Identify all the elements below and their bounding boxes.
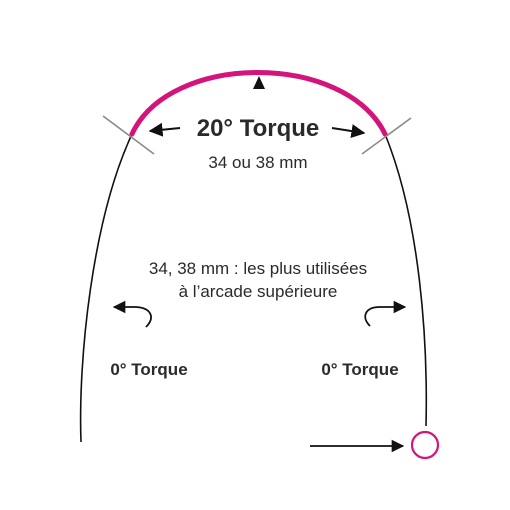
top-right-arrow <box>331 124 366 138</box>
measurement-label: 34 ou 38 mm <box>208 153 307 172</box>
note-line-2: à l’arcade supérieure <box>179 282 338 301</box>
top-torque-label: 20° Torque <box>197 115 320 142</box>
left-boundary-tick <box>102 115 155 155</box>
right-boundary-tick <box>361 117 412 155</box>
left-curved-arrow <box>112 300 152 328</box>
left-torque-label: 0° Torque <box>110 360 187 379</box>
anterior-segment-highlight <box>129 70 388 137</box>
right-torque-label: 0° Torque <box>321 360 398 379</box>
right-curved-arrow <box>364 300 407 327</box>
midline-triangle-icon <box>253 76 265 89</box>
wire-end-circle <box>410 430 440 460</box>
top-left-arrow <box>148 122 181 137</box>
note-line-1: 34, 38 mm : les plus utilisées <box>149 259 367 278</box>
